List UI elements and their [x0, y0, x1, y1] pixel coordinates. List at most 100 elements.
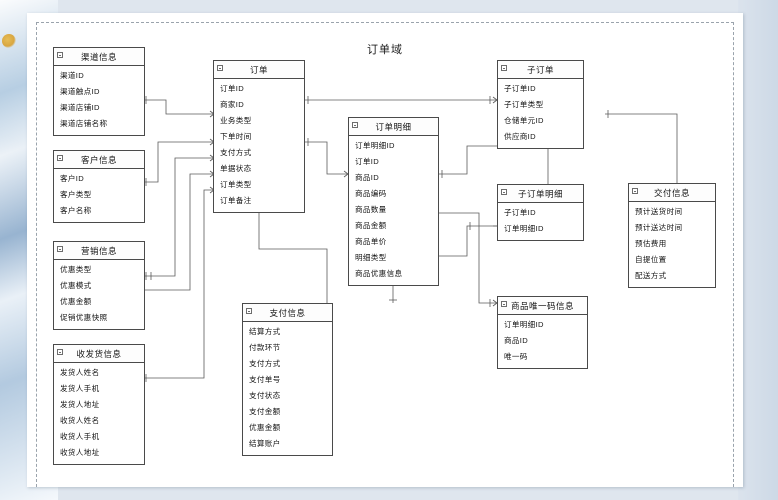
entity-field: 客户ID [60, 174, 84, 183]
entity-payment-info[interactable]: 支付信息 结算方式 付款环节 支付方式 支付单号 支付状态 支付金额 优惠金额 … [242, 303, 333, 456]
entity-field: 商品优惠信息 [355, 269, 403, 278]
collapse-box-icon[interactable] [57, 52, 63, 58]
entity-product-unique-code-info[interactable]: 商品唯一码信息 订单明细ID 商品ID 唯一码 [497, 296, 588, 369]
entity-field: 支付状态 [249, 391, 281, 400]
entity-field: 商品ID [355, 173, 379, 182]
entity-channel-info[interactable]: 渠道信息 渠道ID 渠道触点ID 渠道店铺ID 渠道店铺名称 [53, 47, 145, 136]
entity-header: 收发货信息 [54, 345, 144, 363]
collapse-box-icon[interactable] [352, 122, 358, 128]
entity-field: 明细类型 [355, 253, 387, 262]
entity-field: 发货人姓名 [60, 368, 100, 377]
entity-sub-order[interactable]: 子订单 子订单ID 子订单类型 仓储单元ID 供应商ID [497, 60, 584, 149]
diagram-page: 订单域 [27, 13, 743, 487]
connector-order-orderdetail [305, 141, 348, 175]
collapse-box-icon[interactable] [501, 65, 507, 71]
connector-order-payment [258, 203, 328, 303]
entity-title: 订单明细 [375, 121, 412, 132]
connector-channel-order [144, 99, 213, 115]
entity-title: 商品唯一码信息 [510, 300, 574, 311]
entity-field: 渠道店铺ID [60, 103, 100, 112]
entity-field-list: 渠道ID 渠道触点ID 渠道店铺ID 渠道店铺名称 [54, 66, 144, 135]
entity-field: 商品单价 [355, 237, 387, 246]
entity-title: 渠道信息 [80, 51, 117, 62]
entity-order-detail[interactable]: 订单明细 订单明细ID 订单ID 商品ID 商品编码 商品数量 商品金额 商品单… [348, 117, 439, 286]
entity-field: 渠道ID [60, 71, 84, 80]
entity-field: 仓储单元ID [504, 116, 544, 125]
collapse-box-icon[interactable] [501, 189, 507, 195]
entity-field: 发货人手机 [60, 384, 100, 393]
entity-header: 渠道信息 [54, 48, 144, 66]
entity-header: 子订单 [498, 61, 583, 79]
entity-header: 营销信息 [54, 242, 144, 260]
entity-field: 订单ID [220, 84, 244, 93]
entity-field: 优惠类型 [60, 265, 92, 274]
entity-field: 自提位置 [635, 255, 667, 264]
arrow-orderdetail-uniquecode-a [492, 299, 498, 304]
entity-customer-info[interactable]: 客户信息 客户ID 客户类型 客户名称 [53, 150, 145, 223]
entity-field: 渠道触点ID [60, 87, 100, 96]
entity-field: 商品金额 [355, 221, 387, 230]
entity-field: 商品编码 [355, 189, 387, 198]
connector-orderdetail-subdetail [439, 225, 497, 257]
arrow-order-orderdetail-b [343, 173, 349, 178]
collapse-box-icon[interactable] [501, 301, 507, 307]
entity-field: 单据状态 [220, 164, 252, 173]
collapse-box-icon[interactable] [57, 349, 63, 355]
entity-field: 订单ID [355, 157, 379, 166]
entity-delivery-info[interactable]: 交付信息 预计送货时间 预计送达时间 预估费用 自提位置 配送方式 [628, 183, 716, 288]
collapse-box-icon[interactable] [217, 65, 223, 71]
connector-suborder-delivery [605, 113, 678, 195]
arrow-order-orderdetail-a [343, 170, 349, 175]
entity-field: 收货人地址 [60, 448, 100, 457]
entity-field: 商品数量 [355, 205, 387, 214]
entity-title: 收发货信息 [76, 348, 122, 359]
arrow-order-suborder-a [492, 96, 498, 101]
entity-field: 子订单ID [504, 84, 536, 93]
entity-field: 收货人手机 [60, 432, 100, 441]
entity-field-list: 订单明细ID 商品ID 唯一码 [498, 315, 587, 368]
entity-header: 订单 [214, 61, 304, 79]
entity-field: 结算方式 [249, 327, 281, 336]
entity-field: 客户名称 [60, 206, 92, 215]
entity-field: 预计送达时间 [635, 223, 683, 232]
entity-field: 订单明细ID [504, 224, 544, 233]
entity-header: 子订单明细 [498, 185, 583, 203]
entity-shipping-info[interactable]: 收发货信息 发货人姓名 发货人手机 发货人地址 收货人姓名 收货人手机 收货人地… [53, 344, 145, 465]
entity-field: 支付金额 [249, 407, 281, 416]
connector-layer [144, 96, 681, 382]
collapse-box-icon[interactable] [632, 188, 638, 194]
entity-field: 付款环节 [249, 343, 281, 352]
page-title: 订单域 [367, 44, 403, 56]
entity-order[interactable]: 订单 订单ID 商家ID 业务类型 下单时间 支付方式 单据状态 订单类型 订单… [213, 60, 305, 213]
entity-title: 子订单明细 [517, 188, 563, 199]
arrow-order-suborder-b [492, 99, 498, 104]
entity-field: 发货人地址 [60, 400, 100, 409]
entity-field: 下单时间 [220, 132, 252, 141]
entity-sub-order-detail[interactable]: 子订单明细 子订单ID 订单明细ID [497, 184, 584, 241]
entity-field: 支付单号 [249, 375, 281, 384]
entity-field: 优惠模式 [60, 281, 92, 290]
entity-field-list: 优惠类型 优惠模式 优惠金额 促销优惠快照 [54, 260, 144, 329]
arrow-orderdetail-uniquecode-b [492, 302, 498, 307]
entity-field: 商家ID [220, 100, 244, 109]
collapse-box-icon[interactable] [246, 308, 252, 314]
collapse-box-icon[interactable] [57, 155, 63, 161]
entity-field-list: 发货人姓名 发货人手机 发货人地址 收货人姓名 收货人手机 收货人地址 [54, 363, 144, 464]
entity-field: 支付方式 [220, 148, 252, 157]
entity-header: 商品唯一码信息 [498, 297, 587, 315]
entity-field: 订单类型 [220, 180, 252, 189]
entity-field-list: 客户ID 客户类型 客户名称 [54, 169, 144, 222]
entity-field-list: 订单明细ID 订单ID 商品ID 商品编码 商品数量 商品金额 商品单价 明细类… [349, 136, 438, 285]
connector-orderdetail-right [439, 145, 497, 175]
entity-field-list: 结算方式 付款环节 支付方式 支付单号 支付状态 支付金额 优惠金额 结算账户 [243, 322, 332, 455]
entity-title: 交付信息 [653, 187, 690, 198]
connector-customer-order [144, 141, 213, 183]
entity-header: 交付信息 [629, 184, 715, 202]
entity-field: 支付方式 [249, 359, 281, 368]
collapse-box-icon[interactable] [57, 246, 63, 252]
entity-marketing-info[interactable]: 营销信息 优惠类型 优惠模式 优惠金额 促销优惠快照 [53, 241, 145, 330]
entity-field: 配送方式 [635, 271, 667, 280]
entity-header: 订单明细 [349, 118, 438, 136]
entity-field: 订单明细ID [355, 141, 395, 150]
